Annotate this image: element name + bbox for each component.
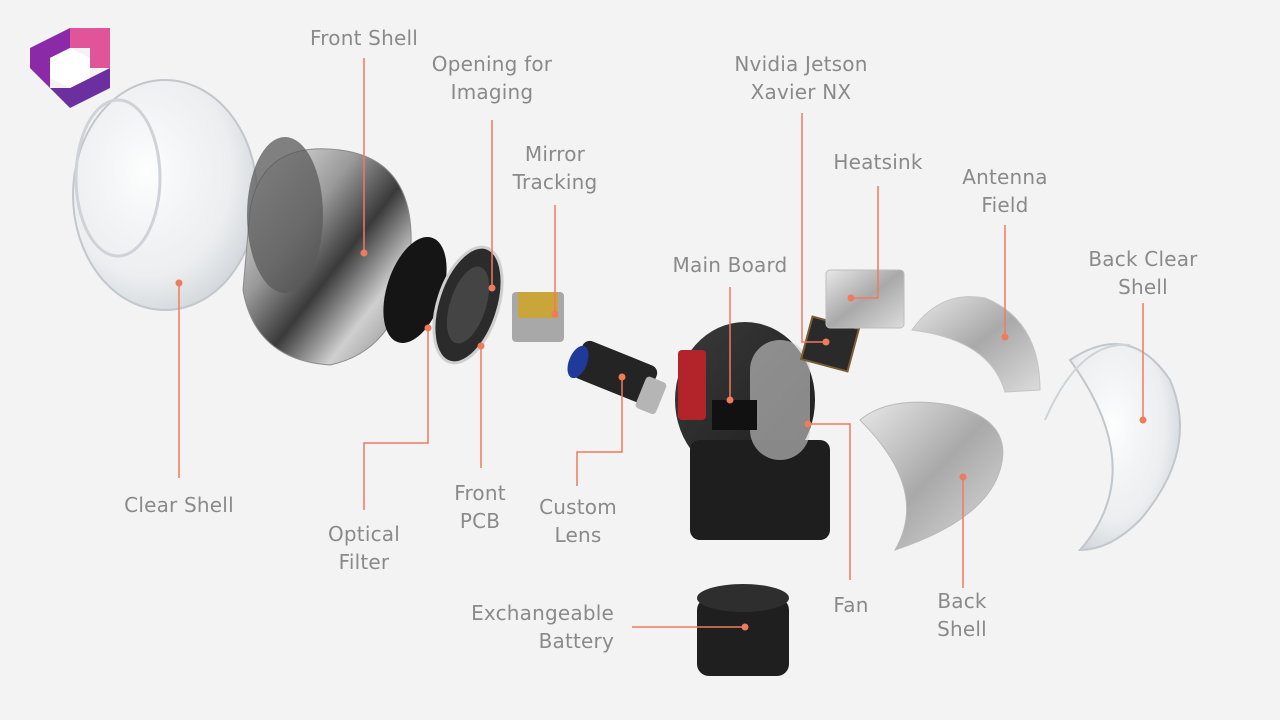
logo-purple-shape [50, 68, 110, 108]
label-main-board: Main Board [672, 253, 788, 277]
battery-part [697, 584, 789, 676]
clear-shell-part [72, 79, 258, 311]
label-custom-lens: Custom Lens [539, 495, 617, 547]
label-nvidia-jetson: Nvidia Jetson Xavier NX [734, 52, 868, 104]
optical-filter-part [383, 236, 447, 344]
custom-lens-part [567, 340, 667, 415]
heatsink-part [825, 269, 905, 329]
callout-optical-filter [363, 328, 429, 510]
brand-logo [30, 28, 110, 108]
callout-custom-lens [576, 377, 623, 486]
label-mirror-tracking: Mirror Tracking [512, 142, 598, 194]
label-front-shell: Front Shell [310, 26, 418, 50]
back-clear-shell-part [1044, 343, 1181, 552]
label-clear-shell: Clear Shell [124, 493, 234, 517]
label-back-clear-shell: Back Clear Shell [1088, 247, 1198, 299]
antenna-field-part [911, 296, 1041, 393]
label-opening-for-imaging: Opening for Imaging [431, 52, 553, 104]
front-pcb-part [432, 245, 504, 365]
logo-pink-shape [70, 28, 110, 68]
main-board-part [675, 322, 830, 540]
front-shell-part [242, 137, 412, 366]
callout-fan [808, 423, 851, 580]
logo-white-core [50, 48, 90, 88]
callout-dots [175, 249, 1147, 631]
label-front-pcb: Front PCB [454, 481, 506, 533]
callout-heatsink [851, 186, 879, 299]
back-shell-part [859, 401, 1004, 551]
label-antenna-field: Antenna Field [962, 165, 1048, 217]
label-optical-filter: Optical Filter [327, 522, 401, 574]
label-heatsink: Heatsink [833, 150, 923, 174]
callout-jetson [801, 113, 826, 343]
label-exchangeable-battery: Exchangeable Battery [471, 601, 614, 653]
mirror-tracking-part [512, 292, 564, 342]
label-back-shell: Back Shell [937, 589, 987, 641]
callout-lines [178, 58, 1144, 628]
label-fan: Fan [833, 593, 869, 617]
